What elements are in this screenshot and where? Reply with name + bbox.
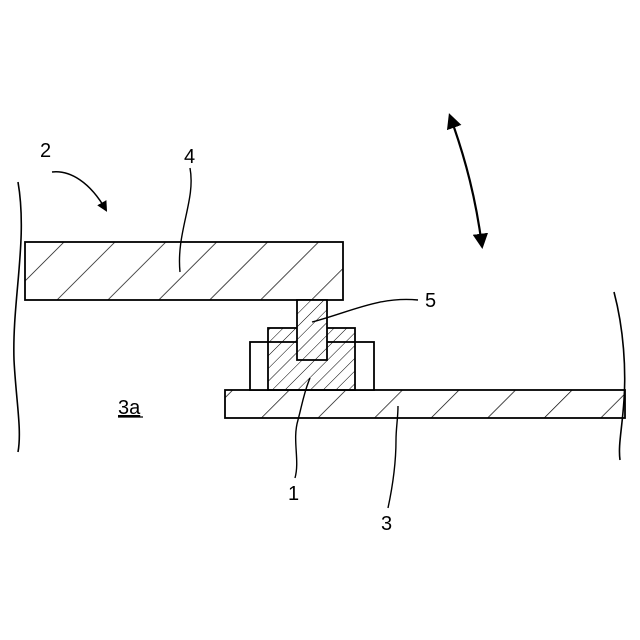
right-break-line [614,292,625,460]
label-socket: 1 [288,483,299,505]
label-region: 3a [118,397,141,419]
label-base-plate: 3 [381,513,392,535]
curved-arrow-icon [52,172,106,210]
label-device: 2 [40,140,51,162]
leader-line-3 [388,406,398,508]
upper-member [25,242,343,300]
label-upper-member: 4 [184,146,195,168]
left-break-line [14,182,21,452]
double-headed-arrow-icon [450,116,482,246]
base-plate [225,390,625,418]
pin-hatch [297,300,327,360]
label-pin: 5 [425,290,436,312]
